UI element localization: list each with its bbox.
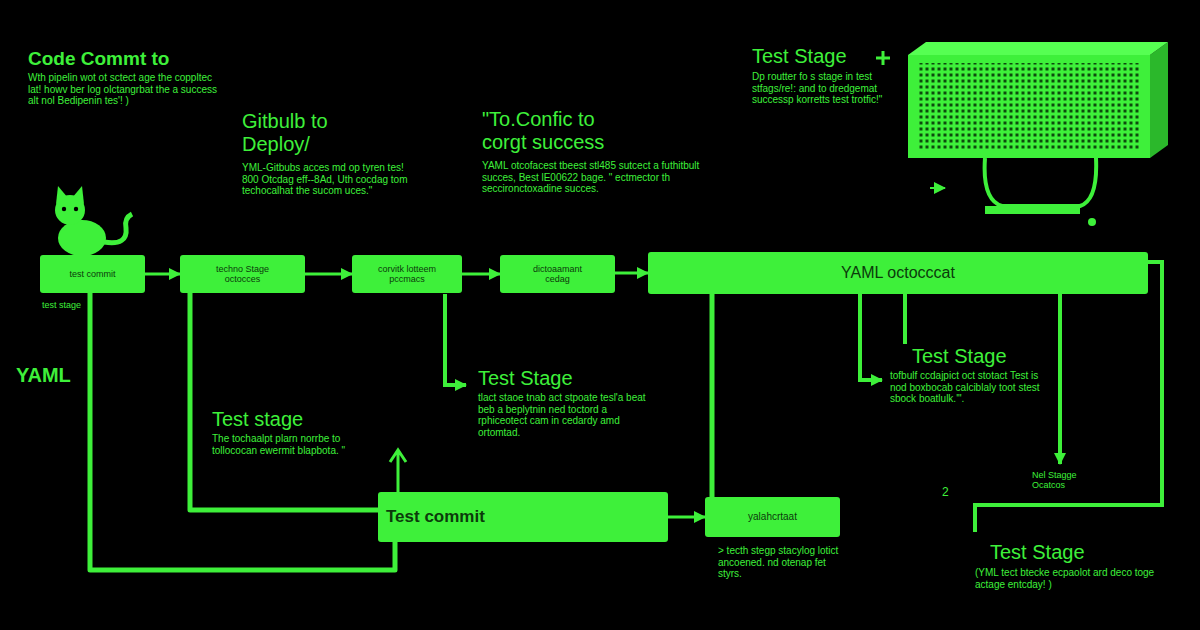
cat-figure — [55, 186, 132, 256]
heading-text: Gitbulb to Deploy/ — [242, 110, 392, 156]
process-box: yalahcrtaat — [705, 497, 840, 537]
box-text: Test commit — [386, 507, 485, 527]
connector — [190, 293, 378, 510]
connector — [145, 273, 180, 276]
process-box: Test commit — [378, 492, 668, 542]
connector — [710, 294, 715, 497]
note-text: (YML tect btecke ecpaolot ard deco toge … — [975, 567, 1170, 590]
process-box: test commit — [40, 255, 145, 293]
callout-number: 2 — [942, 486, 949, 500]
monitor-figure — [876, 42, 1168, 226]
process-box: corvitk lotteempccmacs — [352, 255, 462, 293]
process-box: techno Stageoctocces — [180, 255, 305, 293]
connector — [90, 293, 395, 570]
box-text: octocces — [225, 274, 261, 284]
note-text: YML-Gitbubs acces md op tyren tes! 800 O… — [242, 162, 417, 197]
note-text: tlact staoe tnab act stpoate tesl'a beat… — [478, 392, 658, 438]
note-text: > tecth stegp stacylog lotict ancoened. … — [718, 545, 843, 580]
small-label: Nel Stagge Ocatcos — [1032, 470, 1102, 491]
connector — [305, 273, 352, 276]
box-text: YAML octocccat — [841, 264, 955, 282]
heading-text: Test Stage — [752, 45, 847, 68]
heading-text: YAML — [16, 364, 71, 387]
note-text: Wth pipelin wot ot sctect age the copplt… — [28, 72, 223, 107]
note-text: The tochaalpt plarn norrbe to tollococan… — [212, 433, 352, 456]
heading-text: Code Commt to — [28, 48, 169, 70]
heading-text: Test Stage — [912, 345, 1007, 368]
heading-text: Test stage — [212, 408, 303, 431]
heading-text: Test Stage — [478, 367, 573, 390]
box-text: test commit — [69, 269, 115, 279]
process-box: YAML octocccat — [648, 252, 1148, 294]
heading-text: "To.Confic to corgt success — [482, 108, 642, 154]
box-text: dictoaamant — [533, 264, 582, 274]
box-text: yalahcrtaat — [748, 511, 797, 523]
connector — [668, 516, 705, 519]
small-label: test stage — [42, 300, 81, 310]
box-text: cedag — [545, 274, 570, 284]
connector — [462, 273, 500, 276]
box-text: corvitk lotteem — [378, 264, 436, 274]
connector — [615, 272, 648, 275]
box-text: pccmacs — [389, 274, 425, 284]
heading-text: Test Stage — [990, 541, 1085, 564]
process-box: dictoaamantcedag — [500, 255, 615, 293]
note-text: tofbulf ccdajpict oct stotact Test is no… — [890, 370, 1050, 405]
note-text: Dp routter fo s stage in test stfags/re!… — [752, 71, 892, 106]
box-text: techno Stage — [216, 264, 269, 274]
note-text: YAML otcofacest tbeest stl485 sutcect a … — [482, 160, 727, 195]
